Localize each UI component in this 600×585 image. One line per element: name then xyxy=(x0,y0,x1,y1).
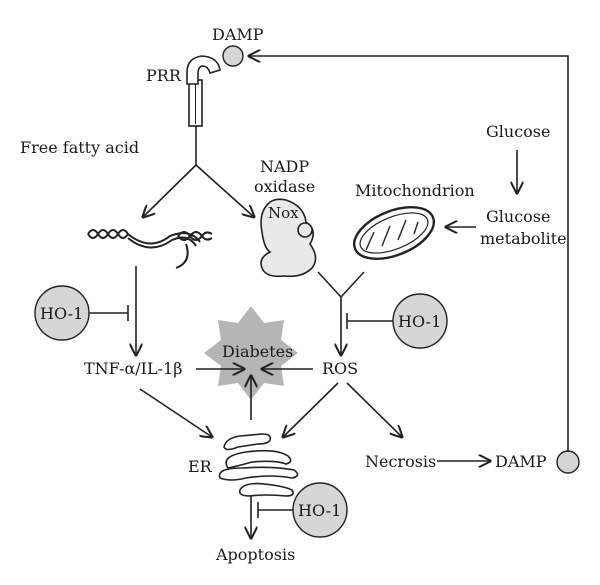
prr-label: PRR xyxy=(146,66,182,85)
dna-helix-icon xyxy=(87,229,213,269)
tnf-il1b-label: TNF-α/IL-1β xyxy=(84,359,182,378)
ho1-right-circle xyxy=(392,293,448,349)
ho1-bottom-label: HO-1 xyxy=(298,501,341,520)
nox-label: Nox xyxy=(268,204,299,222)
ros-to-er-arrow xyxy=(283,382,339,437)
ho1-left-label: HO-1 xyxy=(40,304,83,323)
er-label: ER xyxy=(188,457,213,476)
free-fatty-acid-label: Free fatty acid xyxy=(20,138,139,157)
prr-to-cytokine-arrow xyxy=(143,164,197,217)
diabetes-star-shape xyxy=(204,306,298,400)
nadp-label-line1: NADP xyxy=(260,157,309,176)
er-organelle-icon xyxy=(218,433,299,497)
glucose-metabolite-label-line1: Glucose xyxy=(486,207,550,226)
ros-to-necrosis-arrow xyxy=(346,382,402,437)
diabetes-label: Diabetes xyxy=(222,342,293,361)
damp-bottom-icon xyxy=(556,450,580,474)
ho1-bottom-circle xyxy=(292,482,348,538)
damp-feedback-arrow xyxy=(249,56,569,452)
mitochondrion-label: Mitochondrion xyxy=(355,181,475,200)
apoptosis-label: Apoptosis xyxy=(215,545,295,564)
ho1-right-label: HO-1 xyxy=(398,312,441,331)
glucose-label: Glucose xyxy=(486,122,550,141)
damp-bottom-label: DAMP xyxy=(495,452,547,471)
damp-top-icon xyxy=(222,45,244,67)
mitochondrion-icon xyxy=(352,206,436,260)
nadp-label-line2: oxidase xyxy=(254,177,315,196)
nox-enzyme-icon xyxy=(260,198,317,278)
prr-to-nox-arrow xyxy=(195,164,254,217)
ros-label: ROS xyxy=(322,359,358,378)
necrosis-label: Necrosis xyxy=(365,452,436,471)
damp-top-label: DAMP xyxy=(212,25,264,44)
nox-to-merge-line xyxy=(317,271,342,298)
mito-to-merge-line xyxy=(340,271,365,298)
prr-receptor-icon xyxy=(186,55,221,127)
glucose-metabolite-label-line2: metabolite xyxy=(480,229,567,248)
tnf-to-er-arrow xyxy=(139,388,212,437)
